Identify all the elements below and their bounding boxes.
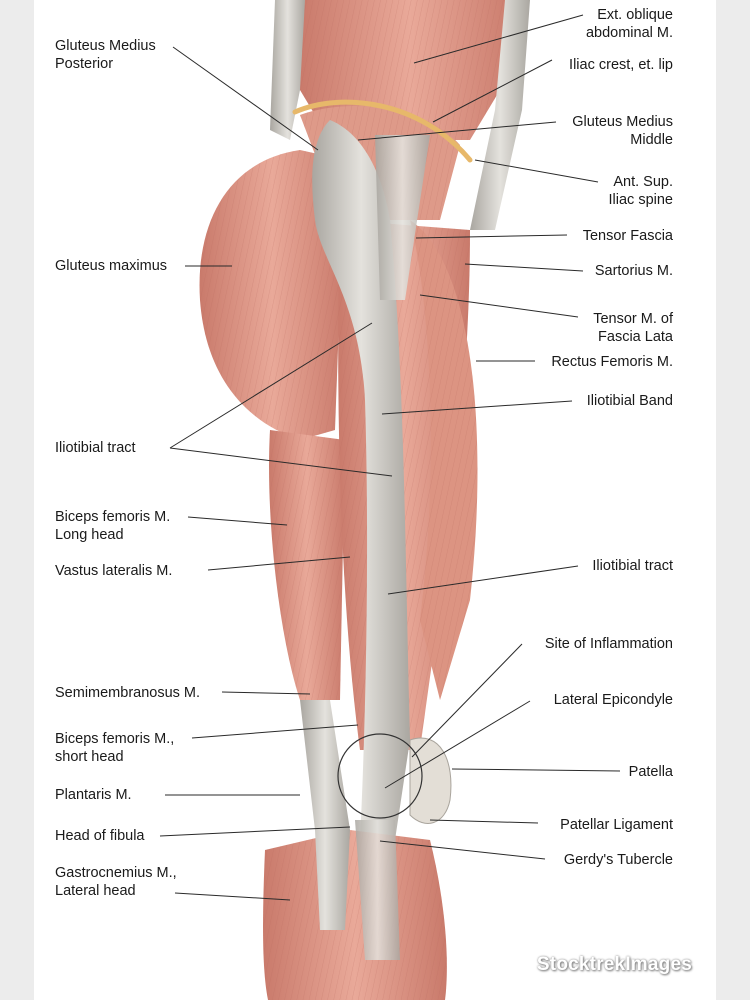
label-gastrocnemius-lateral-head: Gastrocnemius M., Lateral head bbox=[55, 865, 177, 899]
label-tensor-fascia-lata: Tensor M. of Fascia Lata bbox=[593, 311, 673, 345]
knee-tendons-shape bbox=[300, 700, 350, 930]
label-gluteus-medius-middle: Gluteus Medius Middle bbox=[572, 114, 673, 148]
label-rectus-femoris: Rectus Femoris M. bbox=[551, 354, 673, 370]
anterior-fascia-strip bbox=[470, 0, 530, 230]
label-tensor-fascia: Tensor Fascia bbox=[582, 228, 673, 244]
iliotibial-secondary-strand bbox=[375, 135, 430, 300]
posterior-fascia-strip bbox=[270, 0, 305, 140]
label-patella: Patella bbox=[628, 764, 673, 780]
patella-shape bbox=[409, 737, 452, 824]
leader-lines bbox=[159, 14, 621, 901]
label-iliotibial-band: Iliotibial Band bbox=[586, 393, 673, 409]
label-semimembranosus: Semimembranosus M. bbox=[55, 685, 201, 701]
label-plantaris: Plantaris M. bbox=[55, 787, 132, 803]
label-gluteus-maximus: Gluteus maximus bbox=[55, 258, 168, 274]
label-head-of-fibula: Head of fibula bbox=[55, 828, 145, 844]
label-gerdys-tubercle: Gerdy's Tubercle bbox=[563, 852, 673, 868]
label-site-of-inflammation: Site of Inflammation bbox=[544, 636, 673, 652]
label-sartorius: Sartorius M. bbox=[594, 263, 673, 279]
label-ant-sup-iliac-spine: Ant. Sup. Iliac spine bbox=[608, 174, 673, 208]
label-ext-oblique: Ext. oblique abdominal M. bbox=[585, 7, 673, 41]
label-iliac-crest: Iliac crest, et. lip bbox=[569, 57, 673, 73]
label-biceps-femoris-long-head: Biceps femoris M. Long head bbox=[55, 509, 171, 543]
iliac-crest-shape bbox=[292, 99, 473, 163]
label-iliotibial-tract-lower: Iliotibial tract bbox=[592, 558, 673, 574]
inflammation-circle bbox=[337, 733, 423, 819]
label-biceps-femoris-short-head: Biceps femoris M., short head bbox=[55, 731, 175, 765]
label-gluteus-medius-posterior: Gluteus Medius Posterior bbox=[55, 38, 156, 72]
label-lateral-epicondyle: Lateral Epicondyle bbox=[553, 692, 673, 708]
label-iliotibial-tract-upper: Iliotibial tract bbox=[55, 440, 136, 456]
label-vastus-lateralis: Vastus lateralis M. bbox=[55, 563, 173, 579]
watermark: StocktrekImages bbox=[536, 954, 692, 975]
label-patellar-ligament: Patellar Ligament bbox=[560, 817, 673, 833]
